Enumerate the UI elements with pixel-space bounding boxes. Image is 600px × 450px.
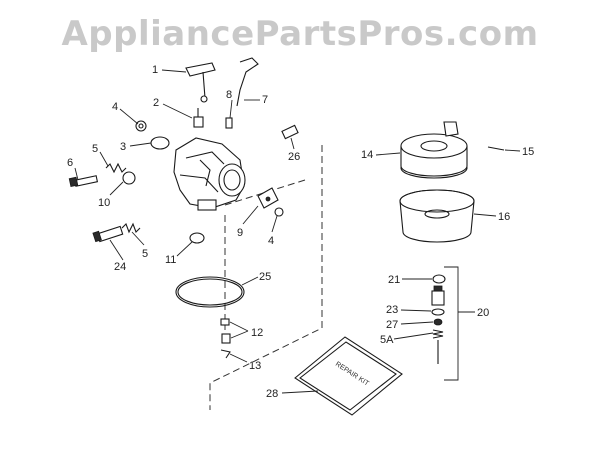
carburetor-group-outline	[209, 145, 323, 410]
callout-14: 14	[361, 149, 373, 161]
part-washer	[432, 274, 446, 284]
part-idle-screw	[68, 175, 99, 188]
callout-4-right: 4	[268, 235, 274, 247]
callout-13: 13	[249, 360, 261, 372]
part-needle-seat	[220, 318, 231, 344]
callout-27: 27	[386, 319, 398, 331]
callout-10: 10	[98, 197, 110, 209]
part-pin	[225, 117, 233, 129]
part-throttle-lever	[185, 62, 216, 103]
part-bowl-nut-assembly	[431, 285, 445, 364]
callout-3: 3	[120, 141, 126, 153]
callout-26: 26	[288, 151, 300, 163]
part-bushing	[135, 120, 147, 132]
part-fitting	[281, 124, 299, 140]
part-float-bowl	[399, 189, 475, 243]
callout-5a: 5A	[380, 334, 394, 346]
part-welch-plug	[189, 232, 205, 244]
part-screw	[193, 108, 204, 128]
float-bowl-group-outline	[224, 179, 306, 206]
callout-20: 20	[477, 307, 489, 319]
callout-15: 15	[522, 146, 534, 158]
callout-23: 23	[386, 304, 398, 316]
callout-9: 9	[237, 227, 243, 239]
part-gasket-ring	[175, 276, 245, 308]
bracket-20	[444, 266, 459, 381]
callout-28: 28	[266, 388, 278, 400]
watermark-logo: AppliancePartsPros.com	[61, 14, 539, 54]
part-choke-shaft	[257, 187, 279, 209]
callout-25: 25	[259, 271, 271, 283]
callout-21: 21	[388, 274, 400, 286]
callout-2: 2	[153, 97, 159, 109]
callout-5: 5	[92, 143, 98, 155]
callout-11: 11	[165, 254, 176, 266]
part-choke-lever	[236, 57, 259, 107]
callout-4: 4	[112, 101, 118, 113]
part-carburetor-body	[173, 137, 246, 211]
callout-1: 1	[152, 64, 158, 76]
part-throttle-plate	[150, 136, 170, 150]
callout-8: 8	[226, 89, 232, 101]
part-spring-lower	[121, 222, 141, 234]
part-clip	[220, 349, 231, 359]
callout-5-lower: 5	[142, 248, 148, 260]
part-main-jet-screw	[92, 225, 124, 243]
part-float-pin	[487, 146, 505, 151]
callout-7: 7	[262, 94, 268, 106]
callout-6: 6	[67, 157, 73, 169]
part-spring-upper	[105, 162, 136, 185]
part-float	[400, 121, 468, 179]
callout-12: 12	[251, 327, 263, 339]
callout-16: 16	[498, 211, 510, 223]
part-screw-right	[274, 207, 284, 217]
part-repair-kit-package: REPAIR KIT	[294, 336, 403, 416]
callout-24: 24	[114, 261, 126, 273]
